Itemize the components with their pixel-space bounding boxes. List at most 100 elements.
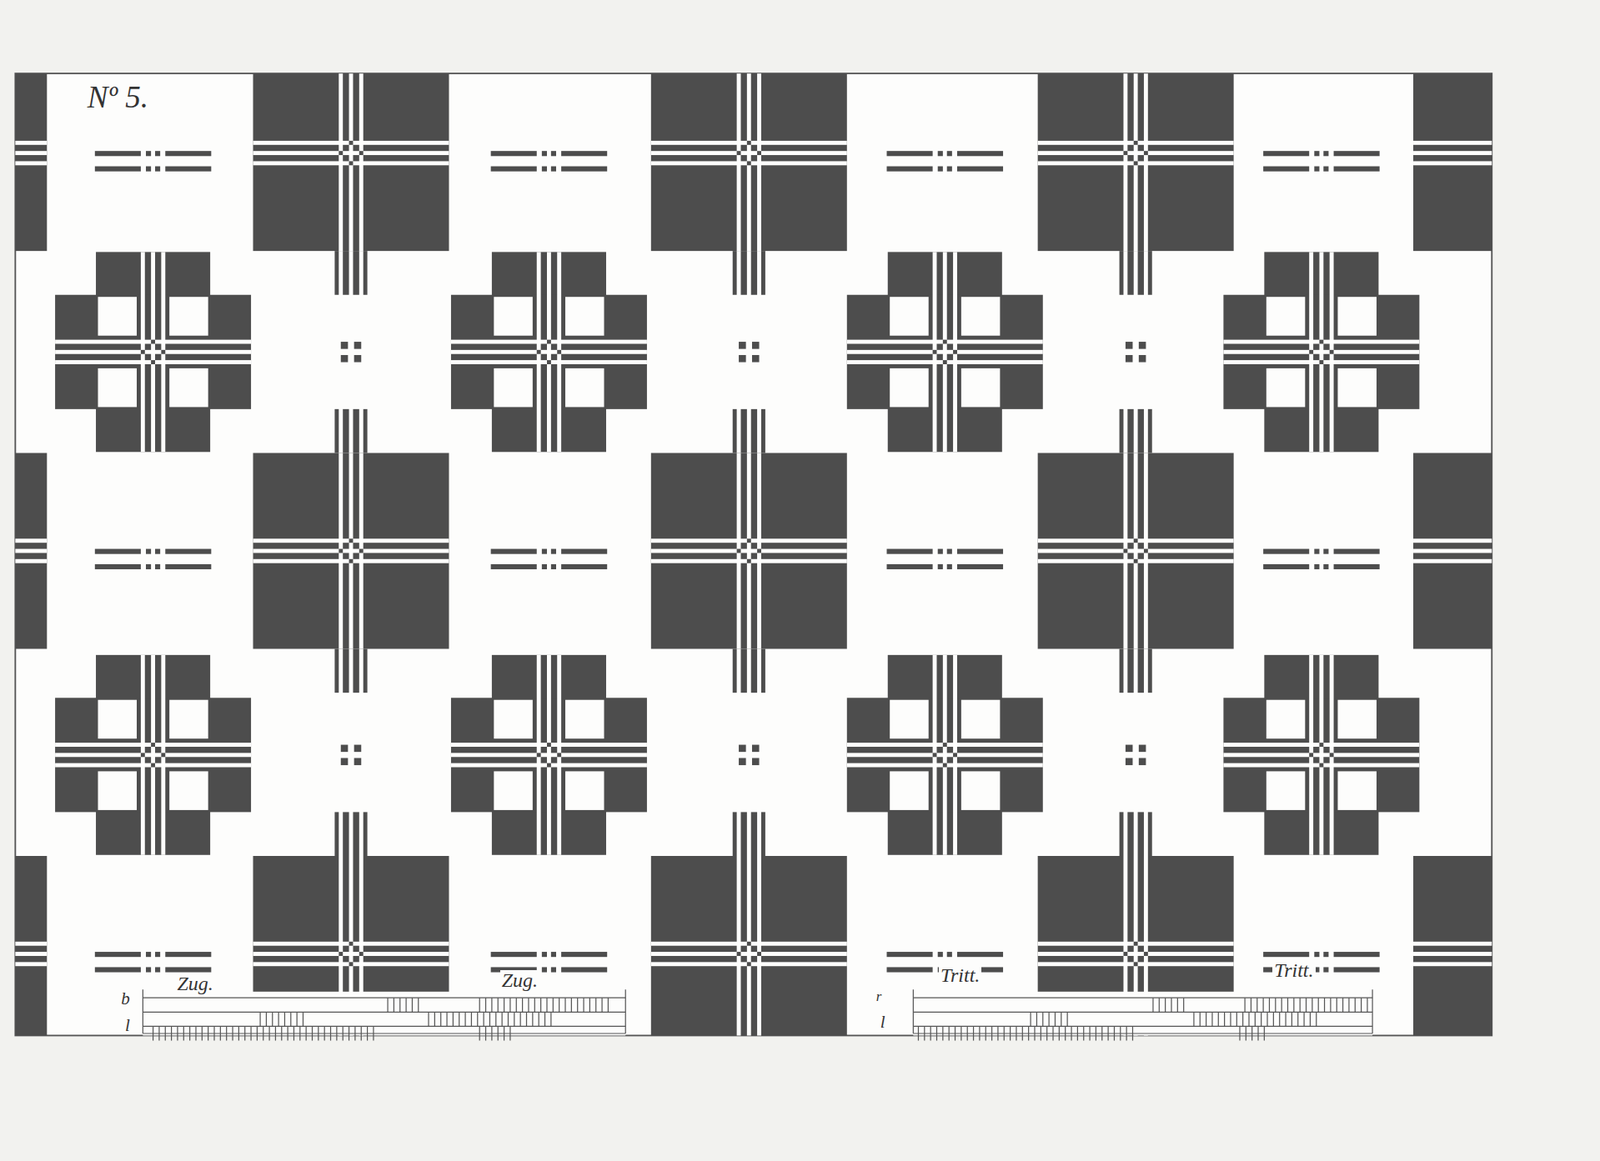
draft-tick	[967, 1026, 969, 1041]
block-arm	[334, 250, 339, 296]
tabby-check	[140, 752, 146, 758]
draft-tick	[503, 1026, 505, 1041]
draft-tick	[1354, 998, 1356, 1013]
dash-mark	[95, 150, 141, 156]
dash-mark	[165, 967, 211, 973]
tabby-stripe	[1038, 559, 1234, 564]
draft-tick	[1158, 998, 1160, 1013]
dash-mark	[1263, 952, 1310, 958]
draft-tick	[290, 1012, 291, 1027]
block-arm	[751, 250, 758, 296]
tabby-check	[160, 752, 166, 758]
draft-tick	[458, 1012, 460, 1027]
draft-tick	[1266, 1012, 1268, 1027]
draft-tick	[1029, 1012, 1031, 1027]
draft-tick	[923, 1026, 925, 1041]
block-arm	[751, 649, 758, 694]
dash-mark	[957, 549, 1004, 555]
tabby-stripe	[1038, 160, 1234, 166]
dot-mark	[752, 355, 760, 363]
tabby-check	[150, 340, 156, 345]
tabby-check	[747, 962, 752, 967]
tabby-stripe	[451, 350, 648, 355]
dash-mark	[1334, 564, 1380, 570]
draft-tick	[917, 1026, 919, 1041]
draft-tick	[1309, 1012, 1311, 1027]
dash-mark	[95, 952, 141, 958]
draft-tick	[991, 1026, 993, 1041]
dash-mark	[541, 150, 547, 156]
draft-tick	[1064, 1026, 1066, 1041]
draft-tick	[256, 1026, 258, 1041]
dash-mark	[957, 564, 1004, 570]
tabby-stripe	[15, 962, 47, 967]
tabby-stripe	[1123, 452, 1128, 649]
tabby-check	[757, 150, 762, 156]
large-block	[15, 856, 47, 1036]
dash-mark	[887, 967, 933, 973]
draft-tick	[1268, 998, 1270, 1013]
draft-tick	[213, 1026, 215, 1041]
dash-mark	[1323, 549, 1329, 555]
draft-tick	[485, 998, 487, 1013]
draft-tick	[1028, 1026, 1029, 1041]
tabby-stripe	[1309, 655, 1314, 856]
draft-tick	[491, 998, 492, 1013]
draft-tick	[1291, 1012, 1293, 1027]
cross-window	[961, 368, 1001, 408]
dot-mark	[1138, 745, 1147, 753]
draft-tick	[225, 1026, 227, 1041]
dash-mark	[947, 549, 953, 555]
block-arm	[732, 812, 738, 857]
draft-tick	[1257, 1026, 1259, 1041]
tabby-check	[1143, 150, 1149, 156]
dash-mark	[551, 952, 557, 958]
tabby-check	[1319, 763, 1324, 768]
tabby-stripe	[1038, 942, 1234, 947]
draft-tick	[534, 998, 536, 1013]
tabby-stripe	[1223, 752, 1420, 758]
dash-mark	[1314, 952, 1320, 958]
block-arm	[363, 409, 368, 454]
draft-tick	[361, 1026, 362, 1041]
block-arm	[363, 649, 368, 694]
tabby-stripe	[1038, 962, 1234, 967]
cross-window	[889, 700, 929, 740]
draft-tick	[1315, 1012, 1317, 1027]
dash-mark	[947, 166, 953, 172]
tabby-stripe	[847, 340, 1044, 345]
tabby-stripe	[651, 150, 848, 156]
tabby-stripe	[160, 251, 166, 452]
dash-mark	[95, 166, 141, 172]
draft-tick	[1067, 1012, 1069, 1027]
block-arm	[334, 812, 339, 857]
draft-label: r	[874, 989, 884, 1005]
dash-mark	[561, 166, 607, 172]
tabby-check	[942, 763, 948, 768]
draft-tick	[259, 1012, 261, 1027]
tabby-stripe	[556, 251, 562, 452]
tabby-stripe	[451, 742, 648, 748]
dash-mark	[155, 549, 161, 555]
dash-mark	[937, 564, 943, 570]
draft-tick	[220, 1026, 221, 1041]
draft-tick	[526, 1012, 527, 1027]
dot-mark	[738, 355, 747, 363]
tabby-stripe	[536, 251, 542, 452]
dot-mark	[738, 341, 747, 350]
block-arm	[1119, 812, 1124, 857]
tabby-check	[556, 752, 562, 758]
tabby-stripe	[15, 160, 47, 166]
block-arm	[732, 649, 738, 694]
tabby-stripe	[55, 360, 251, 365]
draft-tick	[482, 1012, 484, 1027]
cross-window	[565, 296, 605, 337]
tabby-check	[1133, 942, 1139, 947]
dash-mark	[1314, 564, 1320, 570]
tabby-stripe	[1309, 251, 1314, 452]
tabby-check	[150, 742, 156, 748]
cross-window	[169, 368, 209, 408]
block-arm	[352, 812, 359, 857]
tabby-stripe	[15, 538, 47, 543]
